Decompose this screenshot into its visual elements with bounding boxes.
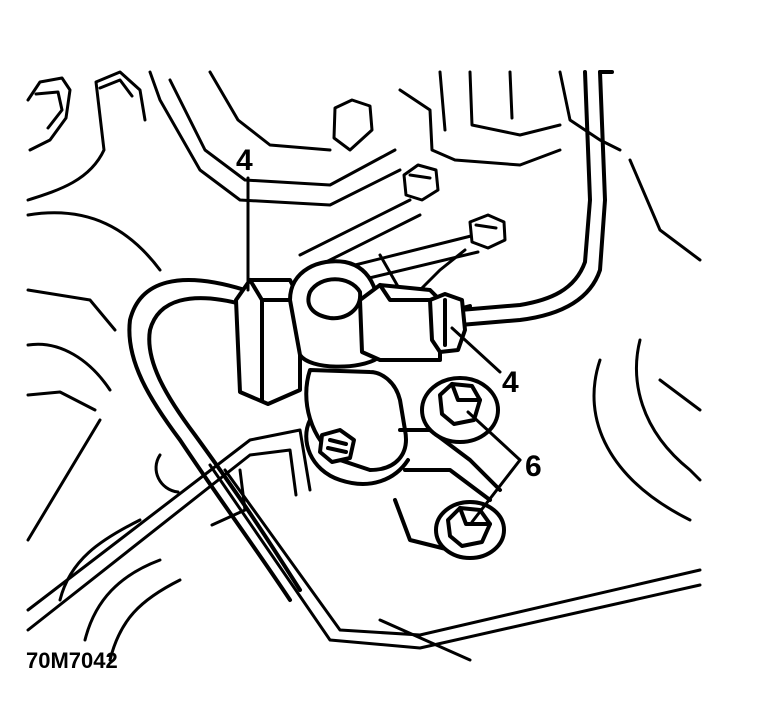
mounting-bolt-lower	[434, 500, 506, 560]
leader-lines	[246, 176, 522, 524]
housing-outline	[398, 70, 702, 522]
figure-reference-code: 70M7042	[26, 648, 118, 673]
leader-6-upper	[466, 410, 522, 462]
callout-label-6: 6	[525, 450, 542, 483]
leader-4-right	[450, 326, 502, 374]
callout-label-4-right: 4	[502, 366, 519, 399]
engine-block-outline	[26, 70, 402, 542]
return-pipe	[127, 278, 302, 602]
valve-body	[234, 259, 502, 552]
mounting-bolt-upper	[420, 376, 500, 444]
mounting-strap	[26, 428, 312, 662]
leader-6-lower	[470, 458, 522, 524]
tray-outline	[208, 463, 702, 662]
upper-bolt-heads	[332, 98, 507, 250]
callout-label-4-top: 4	[236, 144, 253, 177]
fuel-line-right	[423, 70, 614, 327]
